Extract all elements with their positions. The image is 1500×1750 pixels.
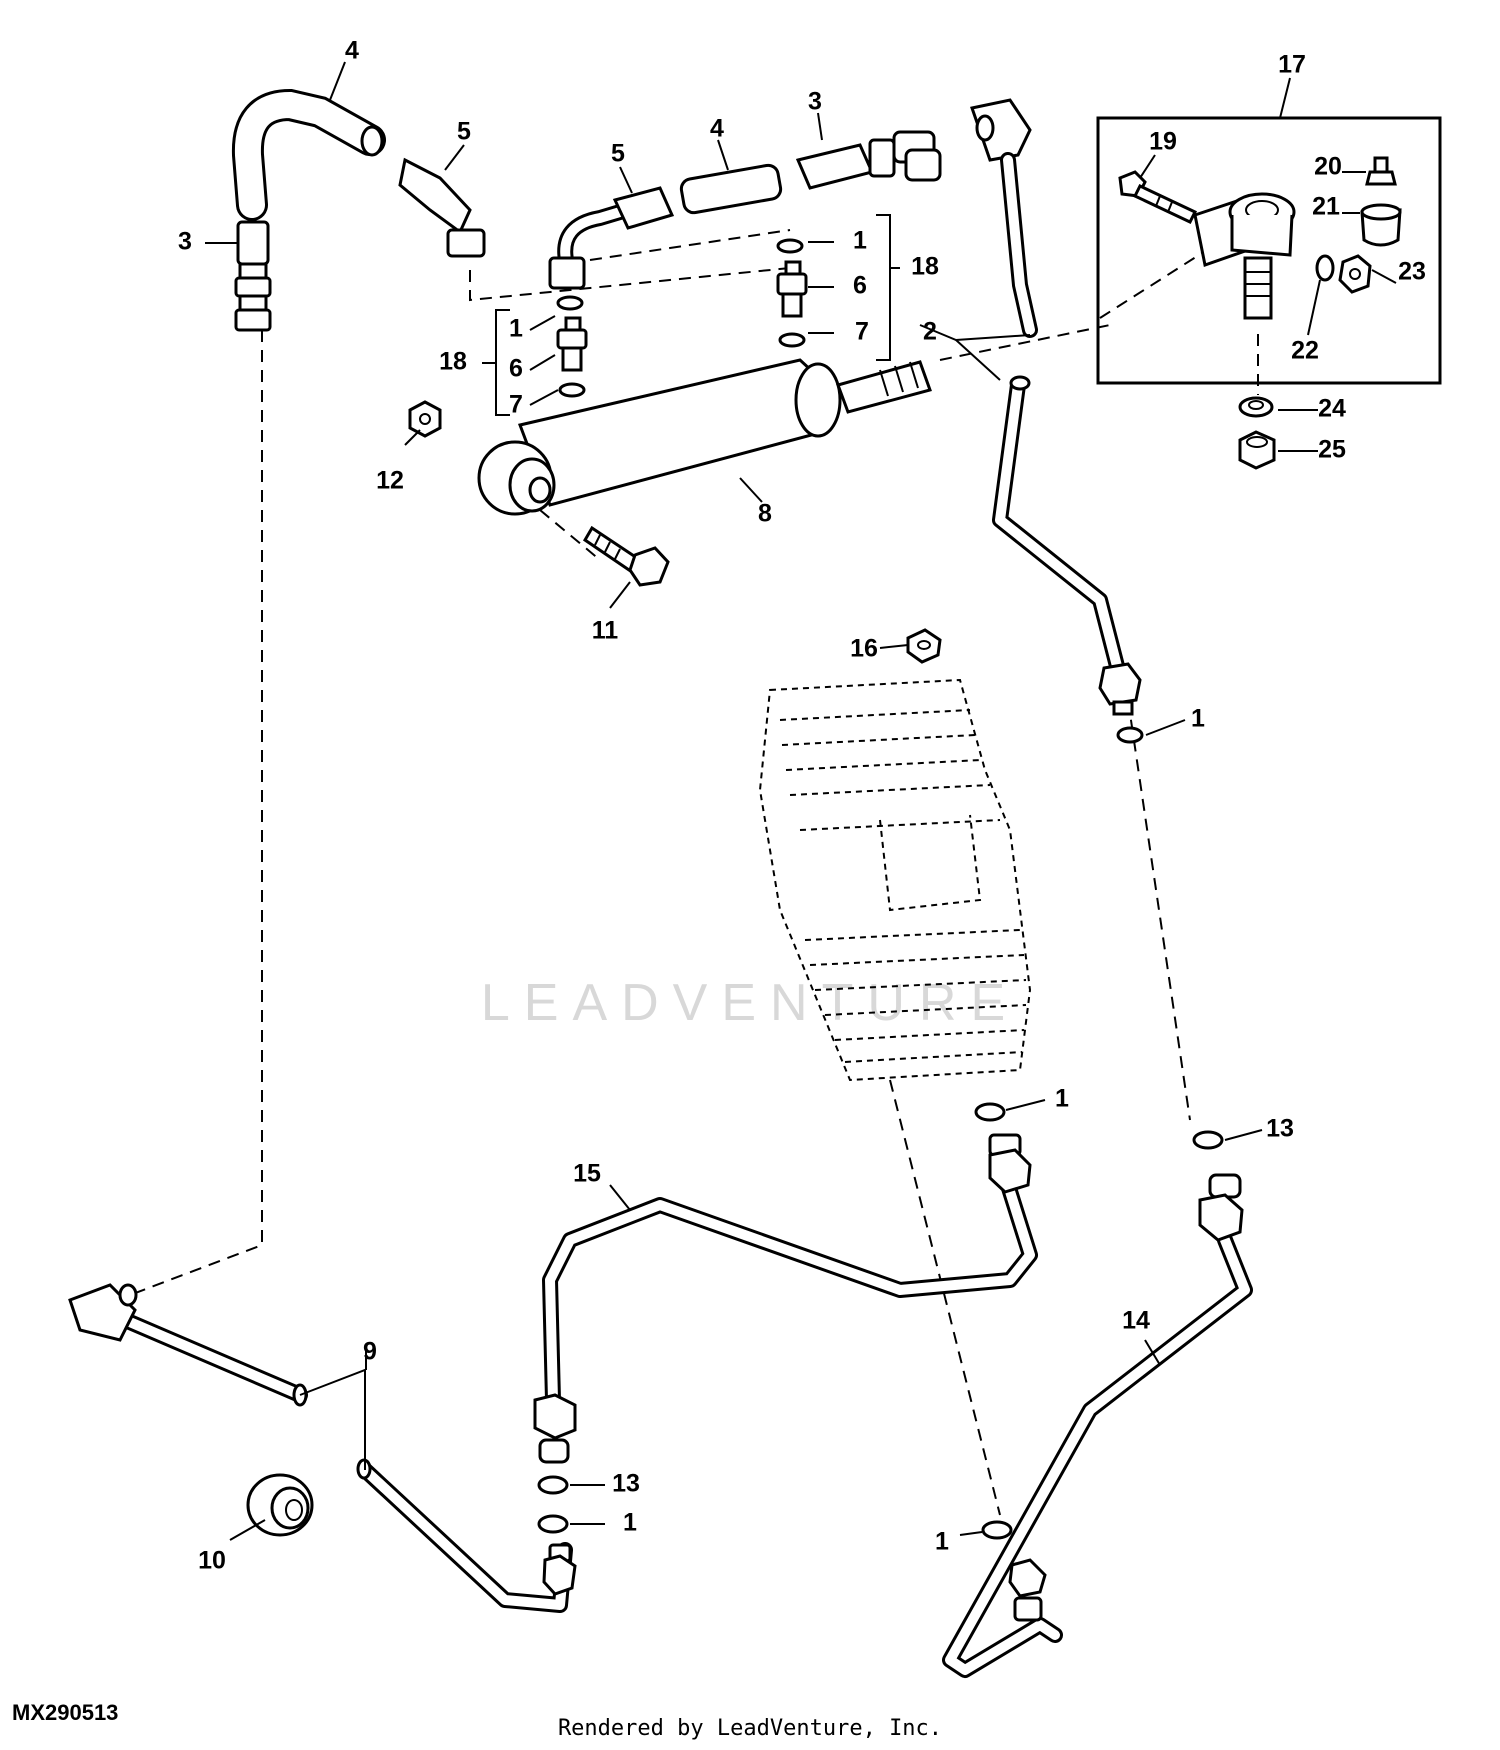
left-hose-assembly: [231, 88, 486, 332]
hydraulic-cylinder: [477, 358, 932, 516]
callout-18-right: 18: [911, 253, 939, 281]
callout-4-top: 4: [710, 115, 724, 143]
callout-1-right-stack: 1: [853, 227, 867, 255]
callout-16: 16: [850, 635, 878, 663]
callout-22: 22: [1291, 337, 1319, 365]
callout-19: 19: [1149, 128, 1177, 156]
washer-24: [1238, 396, 1274, 418]
callout-23: 23: [1398, 258, 1426, 286]
tube-9-left: [68, 1283, 308, 1407]
callout-25: 25: [1318, 436, 1346, 464]
callout-10: 10: [198, 1547, 226, 1575]
fittings-right-stack: [776, 238, 810, 381]
tube-9-right: [356, 1458, 577, 1613]
callout-1-bottom-right: 1: [935, 1528, 949, 1556]
callout-6-right-stack: 6: [853, 272, 867, 300]
nut-12: [408, 400, 442, 438]
callout-1-bottom-left: 1: [623, 1509, 637, 1537]
callout-5-left: 5: [457, 118, 471, 146]
leader-lines: [205, 61, 1397, 1541]
upper-hose-assembly: [548, 130, 942, 290]
callout-1-left-stack: 1: [509, 315, 523, 343]
callout-5-top: 5: [611, 140, 625, 168]
callout-13-right: 13: [1266, 1115, 1294, 1143]
callout-7-left-stack: 7: [509, 391, 523, 419]
callout-1-valve: 1: [1055, 1085, 1069, 1113]
steering-valve-ghost: [758, 628, 1032, 1082]
callout-24: 24: [1318, 395, 1346, 423]
callout-1-tube2: 1: [1191, 705, 1205, 733]
callout-3-top: 3: [808, 88, 822, 116]
callout-2: 2: [923, 318, 937, 346]
callout-numbers: 4 5 3 3 5 4 17 19 20 21 23 22 24 25 1 6 …: [178, 37, 1426, 1575]
callout-4-left: 4: [345, 37, 359, 65]
grommet-10: [246, 1473, 314, 1537]
render-credit: Rendered by LeadVenture, Inc.: [557, 1716, 943, 1741]
callout-20: 20: [1314, 153, 1342, 181]
bolt-11: [582, 525, 670, 587]
o-rings: [537, 726, 1224, 1540]
callout-7-right-stack: 7: [855, 318, 869, 346]
drawing-id: MX290513: [12, 1700, 119, 1725]
callout-21: 21: [1312, 193, 1340, 221]
callout-12: 12: [376, 467, 404, 495]
watermark-text: LEADVENTURE: [481, 974, 1019, 1032]
callout-3-left: 3: [178, 228, 192, 256]
callout-15: 15: [573, 1160, 601, 1188]
tube-15: [533, 1133, 1038, 1464]
callout-14: 14: [1122, 1307, 1150, 1335]
nut-25: [1238, 430, 1276, 470]
callout-17: 17: [1278, 51, 1306, 79]
steering-tube-2-upper: [970, 98, 1038, 338]
center-lines: [129, 229, 1259, 1516]
callout-8: 8: [758, 500, 772, 528]
callout-9: 9: [363, 1338, 377, 1366]
steering-tube-2-lower: [992, 375, 1142, 716]
callout-6-left-stack: 6: [509, 355, 523, 383]
parts-box-17: [1096, 116, 1442, 385]
callout-13-left: 13: [612, 1470, 640, 1498]
tube-14: [942, 1173, 1253, 1678]
callout-11: 11: [592, 617, 619, 645]
callout-18-left: 18: [439, 348, 467, 376]
